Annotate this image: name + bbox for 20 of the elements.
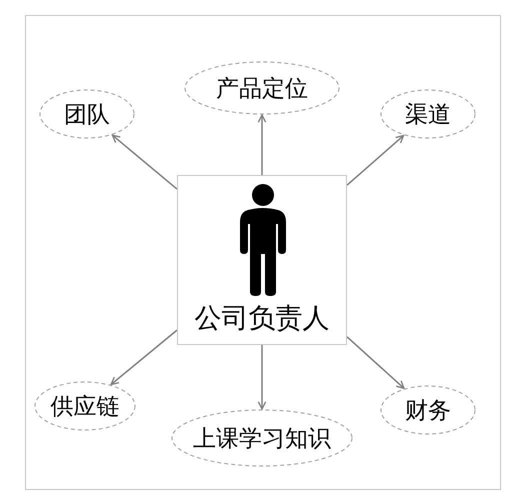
role-label: 公司负责人 [194,302,330,336]
topic-label: 财务 [405,396,451,426]
arrow [110,330,178,386]
arrow [346,336,405,390]
topic-label: 团队 [64,100,110,130]
arrow [258,114,266,175]
topic-label: 产品定位 [216,74,308,104]
topic-ellipse [380,385,476,435]
arrow [346,134,404,186]
topic-label: 供应链 [50,392,120,422]
arrow [258,345,266,410]
topic-ellipse [171,409,353,467]
topic-label: 上课学习知识 [193,424,331,454]
topic-ellipse [184,61,340,115]
arrow [112,134,178,190]
topic-label: 渠道 [405,100,451,130]
topic-ellipse [34,381,136,431]
topic-ellipse [380,89,476,139]
person-box [177,175,347,345]
topic-ellipse [39,89,135,139]
